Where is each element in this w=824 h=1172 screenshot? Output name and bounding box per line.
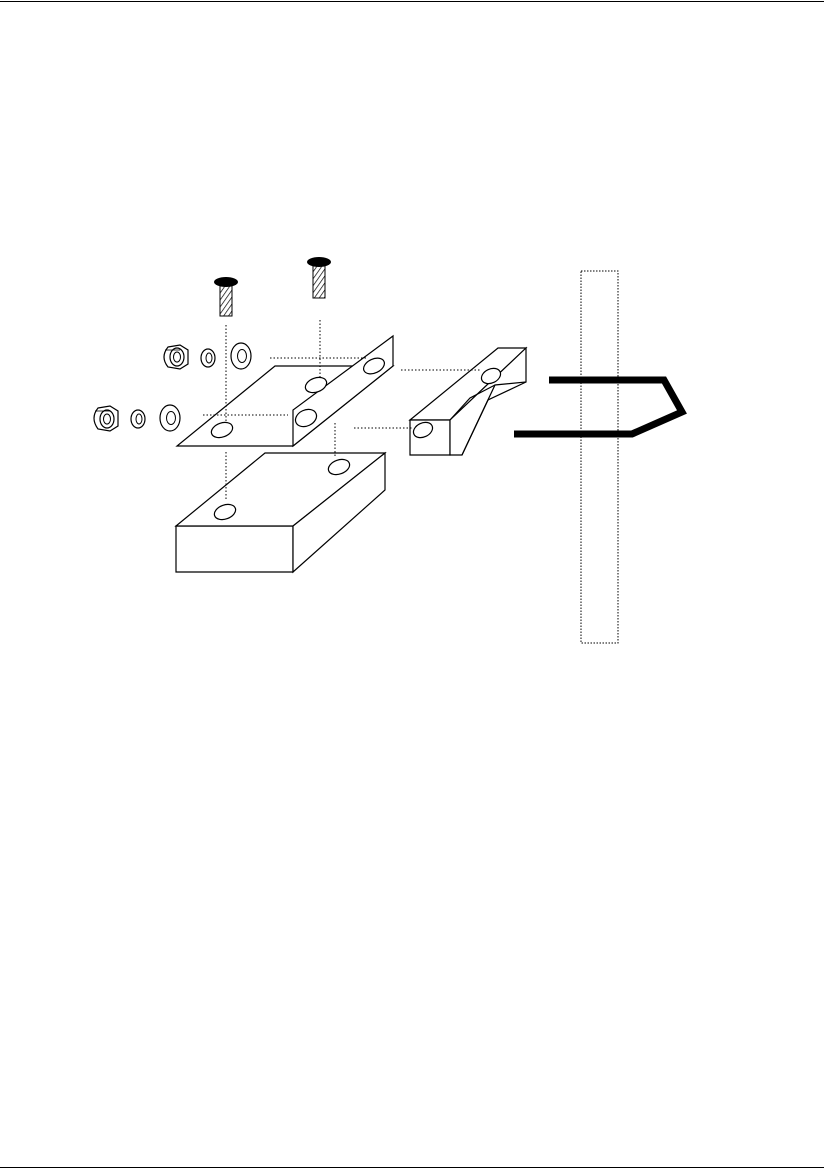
hex-nut-icon-lower [94, 406, 118, 431]
flat-washer-icon-upper [231, 343, 251, 369]
screw-icon-left [214, 277, 238, 316]
mast-pole [581, 271, 618, 643]
screw-icon-right [307, 257, 331, 298]
bracket [410, 348, 526, 455]
lock-washer-icon-upper [201, 349, 215, 367]
lock-washer-icon-lower [131, 410, 145, 428]
flat-washer-icon-lower [160, 405, 180, 431]
footer-rule [0, 1167, 824, 1168]
hex-nut-icon-upper [164, 345, 188, 369]
mounting-block [176, 453, 385, 572]
u-bolt [514, 380, 682, 434]
